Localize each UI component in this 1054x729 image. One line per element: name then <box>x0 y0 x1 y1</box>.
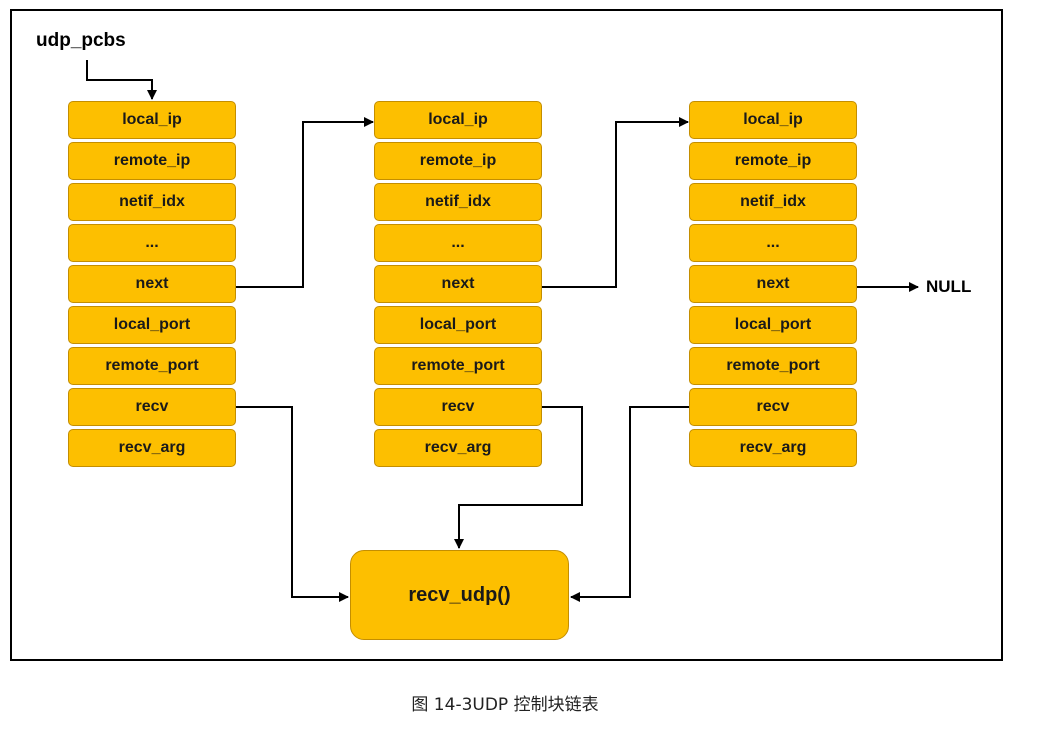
figure-caption: 图 14-3UDP 控制块链表 <box>411 695 599 715</box>
pcb-block-1: local_ip remote_ip netif_idx ... next lo… <box>68 101 236 470</box>
recv-link-1-arrow <box>236 406 349 602</box>
pcb-block-3: local_ip remote_ip netif_idx ... next lo… <box>689 101 857 470</box>
pcb1-field-ellipsis: ... <box>68 224 236 262</box>
head-pointer-arrow <box>86 60 157 100</box>
pcb2-field-next: next <box>374 265 542 303</box>
pcb1-field-netif-idx: netif_idx <box>68 183 236 221</box>
pcb2-field-recv-arg: recv_arg <box>374 429 542 467</box>
pcb1-field-local-ip: local_ip <box>68 101 236 139</box>
pcb1-field-remote-port: remote_port <box>68 347 236 385</box>
recv-link-3-arrow <box>570 406 689 602</box>
pcb1-field-recv-arg: recv_arg <box>68 429 236 467</box>
pcb3-field-remote-port: remote_port <box>689 347 857 385</box>
pcb3-field-next: next <box>689 265 857 303</box>
recv-udp-function-box: recv_udp() <box>350 550 569 640</box>
pcb2-field-remote-ip: remote_ip <box>374 142 542 180</box>
pcb3-field-remote-ip: remote_ip <box>689 142 857 180</box>
next-link-2-arrow <box>542 117 689 288</box>
pcb2-field-remote-port: remote_port <box>374 347 542 385</box>
pcb-block-2: local_ip remote_ip netif_idx ... next lo… <box>374 101 542 470</box>
pcb2-field-ellipsis: ... <box>374 224 542 262</box>
pcb2-field-local-port: local_port <box>374 306 542 344</box>
recv-link-2-arrow <box>454 406 583 549</box>
null-label: NULL <box>926 277 972 296</box>
pcb3-field-ellipsis: ... <box>689 224 857 262</box>
pcb1-field-next: next <box>68 265 236 303</box>
pcb1-field-local-port: local_port <box>68 306 236 344</box>
pcb2-field-recv: recv <box>374 388 542 426</box>
pcb2-field-netif-idx: netif_idx <box>374 183 542 221</box>
pcb1-field-recv: recv <box>68 388 236 426</box>
pcb2-field-local-ip: local_ip <box>374 101 542 139</box>
pcb3-field-local-port: local_port <box>689 306 857 344</box>
pcb3-field-recv: recv <box>689 388 857 426</box>
pcb1-field-remote-ip: remote_ip <box>68 142 236 180</box>
pcb3-field-recv-arg: recv_arg <box>689 429 857 467</box>
diagram-frame <box>10 9 1003 661</box>
pcb3-field-netif-idx: netif_idx <box>689 183 857 221</box>
pcb3-field-local-ip: local_ip <box>689 101 857 139</box>
head-pointer-label: udp_pcbs <box>36 30 126 51</box>
next-link-1-arrow <box>236 117 374 288</box>
